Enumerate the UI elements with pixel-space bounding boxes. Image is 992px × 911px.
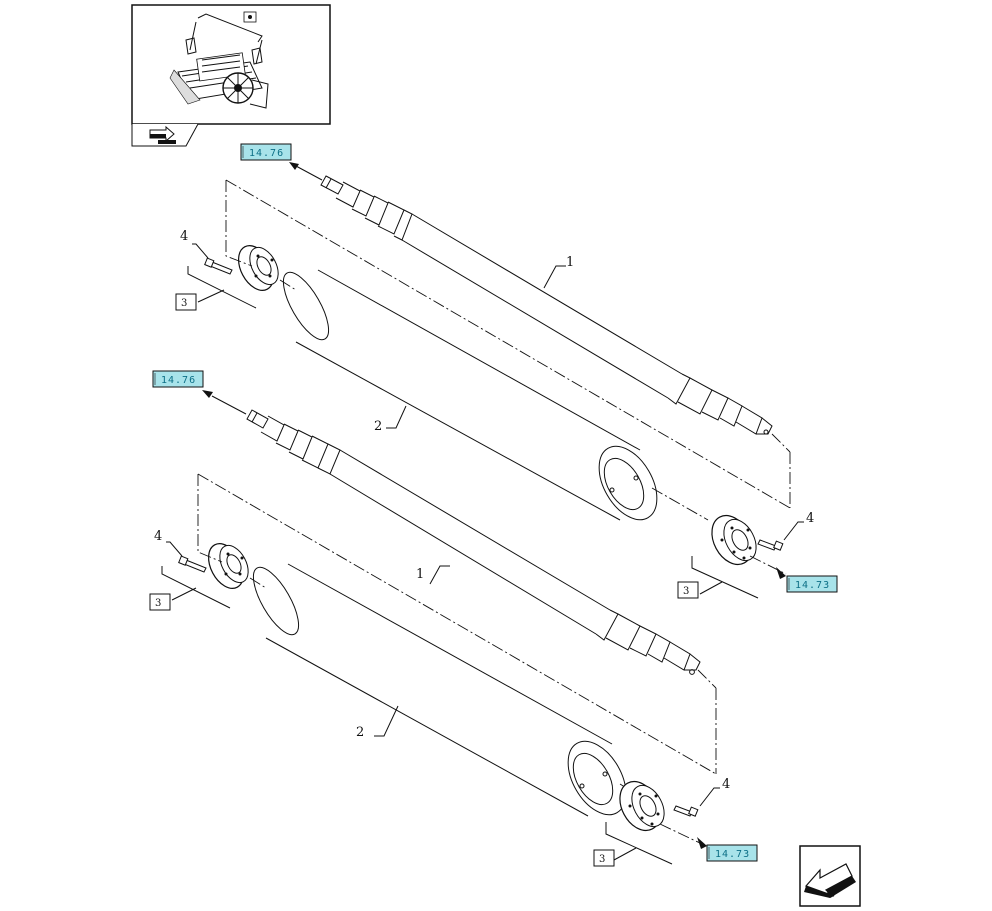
callout-roller-lower: 2 xyxy=(356,705,399,740)
bolt-lower-left xyxy=(178,555,207,573)
callout-flange-upper-right: 3 xyxy=(677,556,759,599)
svg-text:1: 1 xyxy=(566,255,574,270)
flange-lower-right xyxy=(619,780,665,832)
svg-text:1: 1 xyxy=(416,567,424,582)
shaft-lower xyxy=(246,409,701,675)
svg-text:2: 2 xyxy=(374,419,382,434)
ref-label: 14.76 xyxy=(161,375,196,386)
flange-lower-left xyxy=(208,543,249,589)
ref-box-upper-left[interactable]: 14.76 xyxy=(240,143,292,161)
callout-flange-upper-left: 3 xyxy=(175,266,257,311)
bolt-upper-right xyxy=(757,539,784,551)
roller-upper xyxy=(282,269,658,521)
callout-flange-lower-left: 3 xyxy=(149,566,231,611)
flange-upper-left xyxy=(238,245,279,291)
machine-thumbnail-icon xyxy=(169,11,269,109)
svg-text:3: 3 xyxy=(599,854,605,865)
svg-text:4: 4 xyxy=(154,529,162,544)
callout-bolt-upper-right: 4 xyxy=(783,511,814,541)
callout-roller-upper: 2 xyxy=(374,405,407,434)
next-page-button[interactable] xyxy=(799,845,861,907)
svg-text:3: 3 xyxy=(181,298,187,309)
ref-label: 14.76 xyxy=(249,148,284,159)
ref-box-upper-right[interactable]: 14.73 xyxy=(776,567,838,593)
svg-text:4: 4 xyxy=(722,777,730,792)
callout-bolt-lower-right: 4 xyxy=(699,777,730,807)
svg-text:3: 3 xyxy=(683,586,689,597)
svg-text:3: 3 xyxy=(155,598,161,609)
ref-box-lower-right[interactable]: 14.73 xyxy=(697,837,758,862)
view-direction-icon xyxy=(149,125,176,144)
bolt-lower-right xyxy=(673,805,699,817)
callout-bolt-upper-left: 4 xyxy=(180,229,209,259)
ref-box-lower-left[interactable]: 14.76 xyxy=(152,370,204,388)
callout-bolt-lower-left: 4 xyxy=(154,529,183,557)
view-direction-tab[interactable] xyxy=(131,123,199,147)
callout-flange-lower-right: 3 xyxy=(593,822,673,867)
bolt-upper-left xyxy=(204,257,233,275)
machine-thumbnail[interactable] xyxy=(131,4,331,125)
ref-label: 14.73 xyxy=(795,580,830,591)
callout-shaft-upper: 1 xyxy=(543,255,574,289)
ref-label: 14.73 xyxy=(715,849,750,860)
svg-text:4: 4 xyxy=(806,511,814,526)
flange-upper-right xyxy=(711,514,757,566)
roller-lower xyxy=(252,563,627,817)
callout-shaft-lower: 1 xyxy=(416,565,450,585)
shaft-upper xyxy=(320,175,773,435)
svg-text:2: 2 xyxy=(356,725,364,740)
next-page-arrow-icon xyxy=(804,863,856,898)
svg-text:4: 4 xyxy=(180,229,188,244)
